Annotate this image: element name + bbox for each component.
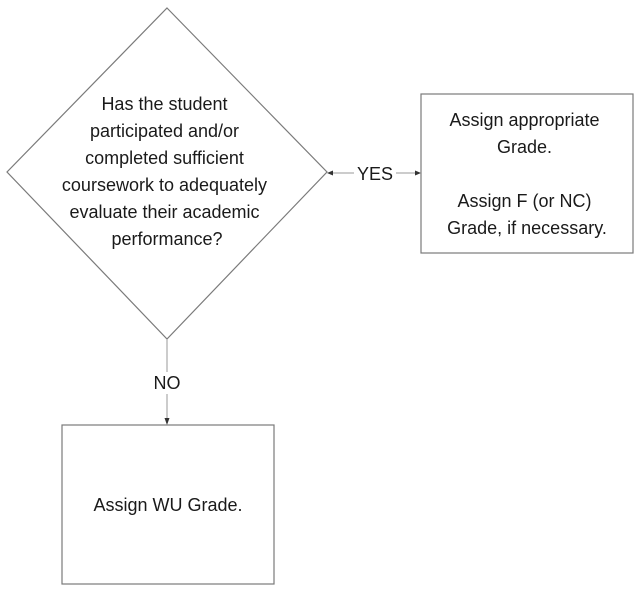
yes-outcome-line: Grade, if necessary. xyxy=(447,218,607,238)
no-label-bg xyxy=(150,372,184,394)
no-label: NO xyxy=(154,373,181,393)
no-outcome-box xyxy=(61,424,275,585)
yes-outcome-line: Assign appropriate xyxy=(449,110,599,130)
decision-diamond xyxy=(6,7,328,340)
decision-text: Has the student participated and/or comp… xyxy=(62,94,272,249)
no-outcome-text: Assign WU Grade. xyxy=(93,495,242,515)
yes-label: YES xyxy=(357,164,393,184)
decision-line: evaluate their academic xyxy=(69,202,259,222)
yes-arrowhead-left xyxy=(327,170,333,176)
yes-outcome-line: Assign F (or NC) xyxy=(457,191,591,211)
decision-line: Has the student xyxy=(101,94,227,114)
decision-line: participated and/or xyxy=(90,121,239,141)
yes-label-bg xyxy=(354,162,396,184)
yes-outcome-box xyxy=(420,93,634,254)
yes-arrowhead-right xyxy=(415,170,421,176)
decision-line: performance? xyxy=(111,229,222,249)
decision-line: coursework to adequately xyxy=(62,175,267,195)
yes-outcome-line: Grade. xyxy=(497,137,552,157)
yes-outcome-text: Assign appropriate Grade. Assign F (or N… xyxy=(447,110,607,238)
decision-line: completed sufficient xyxy=(85,148,244,168)
no-arrowhead xyxy=(164,418,170,425)
